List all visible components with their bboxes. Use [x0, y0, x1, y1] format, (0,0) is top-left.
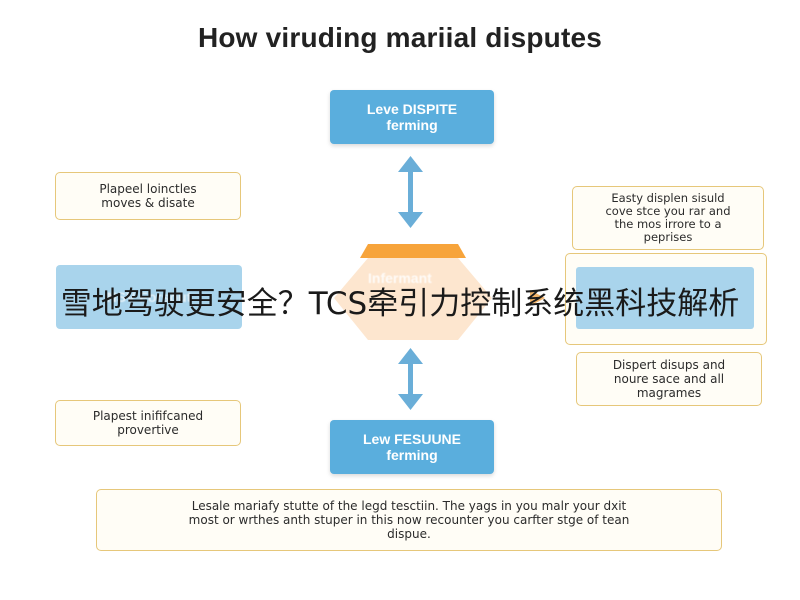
center-hexagon: [334, 244, 492, 340]
diagram-title: How viruding mariial disputes: [197, 22, 603, 53]
note-mid-right-text: Dispert disups and noure sace and all ma…: [612, 358, 726, 400]
note-top-right: Easty displen sisuld cove stce you rar a…: [572, 186, 764, 250]
right-blue-box: [565, 253, 767, 345]
note-bottom: Lesale mariafy stutte of the legd tescti…: [96, 489, 722, 551]
right-connector-icon: [530, 290, 545, 306]
center-hex-label: Infermant: [368, 270, 432, 286]
note-top-right-text: Easty displen sisuld cove stce you rar a…: [605, 191, 731, 244]
right-blue-inner: [576, 267, 754, 329]
top-box-line1: Leve DISPITE: [366, 101, 458, 117]
bottom-box-line2: ferming: [386, 447, 438, 463]
left-blue-label: NSV Forsout: [106, 289, 192, 305]
note-mid-right: Dispert disups and noure sace and all ma…: [576, 352, 762, 406]
bottom-fesuune-box: Lew FESUUNE ferming: [330, 420, 494, 474]
note-mid-left: Plapest inififcaned provertive: [55, 400, 241, 446]
bottom-box-line1: Lew FESUUNE: [362, 431, 461, 447]
note-bottom-text: Lesale mariafy stutte of the legd tescti…: [188, 499, 630, 541]
left-blue-box: NSV Forsout: [56, 265, 242, 329]
top-dispute-box: Leve DISPITE ferming: [330, 90, 494, 144]
note-top-left-text: Plapeel loinctles moves & disate: [99, 182, 197, 210]
note-top-left: Plapeel loinctles moves & disate: [55, 172, 241, 220]
top-double-arrow: [398, 156, 423, 228]
note-mid-left-text: Plapest inififcaned provertive: [92, 409, 204, 437]
bottom-double-arrow: [398, 348, 423, 410]
overlay-caption: 雪地驾驶更安全？TCS牵引力控制系统黑科技解析: [60, 286, 740, 322]
top-box-line2: ferming: [386, 117, 438, 133]
